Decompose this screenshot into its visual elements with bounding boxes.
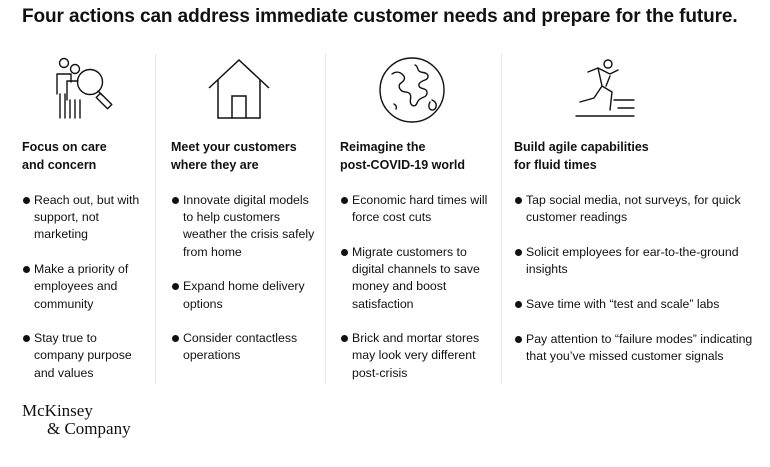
list-item: Migrate customers to digital channels to… <box>340 244 498 313</box>
action-column-care: Focus on care and concern Reach out, but… <box>22 54 150 384</box>
list-item: Tap social media, not surveys, for quick… <box>514 192 760 226</box>
action-column-reimagine: Reimagine the post-COVID-19 world Econom… <box>340 54 498 384</box>
list-item: Pay attention to “failure modes” indicat… <box>514 331 760 365</box>
action-column-agile: Build agile capabilities for fluid times… <box>514 54 760 384</box>
list-item: Economic hard times will force cost cuts <box>340 192 498 226</box>
globe-icon <box>374 54 454 130</box>
bullet-list: Reach out, but with support, not marketi… <box>22 192 150 399</box>
mckinsey-logo: McKinsey & Company <box>22 401 131 438</box>
page-title: Four actions can address immediate custo… <box>22 6 738 27</box>
list-item: Brick and mortar stores may look very di… <box>340 330 498 382</box>
column-divider <box>155 54 156 384</box>
column-heading: Build agile capabilities for fluid times <box>514 140 649 172</box>
bullet-list: Innovate digital models to help customer… <box>171 192 317 382</box>
column-heading: Reimagine the post-COVID-19 world <box>340 140 466 172</box>
column-divider <box>325 54 326 384</box>
column-divider <box>501 54 502 384</box>
bullet-list: Tap social media, not surveys, for quick… <box>514 192 760 382</box>
list-item: Make a priority of employees and communi… <box>22 261 150 313</box>
column-heading: Meet your customers where they are <box>171 140 297 172</box>
list-item: Stay true to company purpose and values <box>22 330 150 382</box>
list-item: Innovate digital models to help customer… <box>171 192 317 261</box>
list-item: Reach out, but with support, not marketi… <box>22 192 150 244</box>
list-item: Consider contactless operations <box>171 330 317 364</box>
column-heading: Focus on care and concern <box>22 140 107 172</box>
action-column-meet-customers: Meet your customers where they are Innov… <box>171 54 317 384</box>
house-icon <box>201 54 281 130</box>
bullet-list: Economic hard times will force cost cuts… <box>340 192 498 399</box>
list-item: Expand home delivery options <box>171 278 317 312</box>
list-item: Save time with “test and scale” labs <box>514 296 760 313</box>
people-magnifier-icon <box>50 54 130 130</box>
running-person-icon <box>566 54 646 130</box>
list-item: Solicit employees for ear-to-the-ground … <box>514 244 760 278</box>
